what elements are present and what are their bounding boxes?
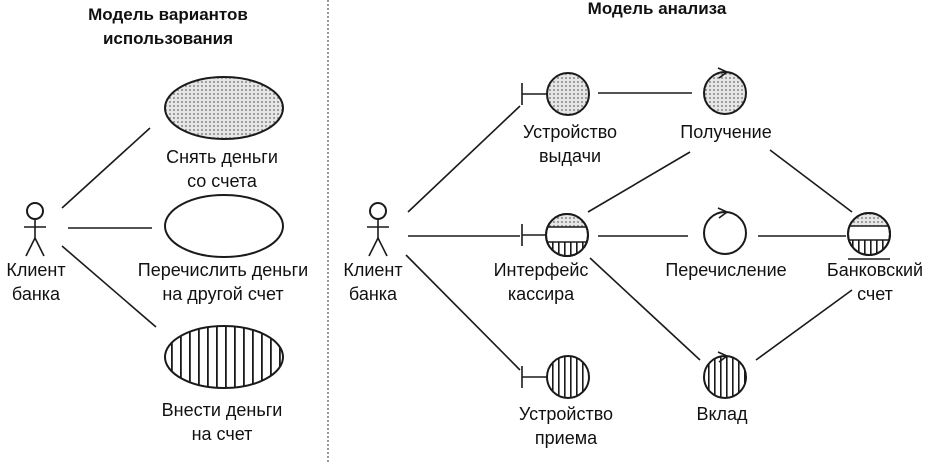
control-deposit-label: Вклад [696, 404, 748, 424]
left-title-line2: использования [103, 29, 233, 48]
left-actor-label-line1: Клиент [6, 260, 65, 280]
control-deposit-icon[interactable] [703, 351, 747, 399]
use-case-withdraw-label-line2: со счета [187, 171, 258, 191]
assoc-cashier-deposit [589, 257, 701, 361]
right-actor-label-line2: банка [349, 284, 398, 304]
boundary-dispenser-icon[interactable] [521, 72, 590, 116]
use-case-deposit-label-line1: Внести деньги [162, 400, 283, 420]
right-actor-label-line1: Клиент [343, 260, 402, 280]
control-transfer-icon[interactable] [703, 207, 747, 255]
boundary-cashier-label-line1: Интерфейс [494, 260, 589, 280]
control-transfer-label: Перечисление [665, 260, 786, 280]
use-case-transfer[interactable] [164, 194, 284, 258]
left-title-line1: Модель вариантов [88, 5, 248, 24]
use-case-withdraw[interactable] [164, 76, 284, 140]
left-assoc-deposit [61, 245, 157, 328]
boundary-receiver-label-line2: приема [535, 428, 598, 448]
boundary-cashier-icon[interactable] [521, 212, 590, 258]
assoc-deposit-account [755, 289, 853, 361]
left-assoc-withdraw [61, 127, 151, 209]
use-case-withdraw-label-line1: Снять деньги [166, 147, 278, 167]
assoc-cashier-withdrawal [587, 151, 691, 213]
assoc-actor-dispenser [407, 105, 521, 213]
use-case-deposit[interactable] [164, 325, 284, 389]
control-withdrawal-icon[interactable] [703, 67, 747, 115]
assoc-actor-receiver [405, 254, 521, 371]
use-case-transfer-label-line1: Перечислить деньги [138, 260, 308, 280]
entity-account-label-line2: счет [857, 284, 893, 304]
entity-account-icon[interactable] [846, 211, 892, 260]
use-case-deposit-label-line2: на счет [192, 424, 253, 444]
boundary-dispenser-label-line2: выдачи [539, 146, 601, 166]
boundary-cashier-label-line2: кассира [508, 284, 575, 304]
use-case-transfer-label-line2: на другой счет [162, 284, 283, 304]
right-title: Модель анализа [588, 0, 727, 18]
left-actor-label-line2: банка [12, 284, 61, 304]
assoc-withdrawal-account [769, 149, 853, 213]
control-withdrawal-label: Получение [680, 122, 771, 142]
boundary-receiver-label-line1: Устройство [519, 404, 613, 424]
boundary-receiver-icon[interactable] [521, 355, 590, 399]
left-actor-icon [24, 202, 46, 257]
right-actor-icon [367, 202, 389, 257]
entity-account-label-line1: Банковский [827, 260, 923, 280]
boundary-dispenser-label-line1: Устройство [523, 122, 617, 142]
